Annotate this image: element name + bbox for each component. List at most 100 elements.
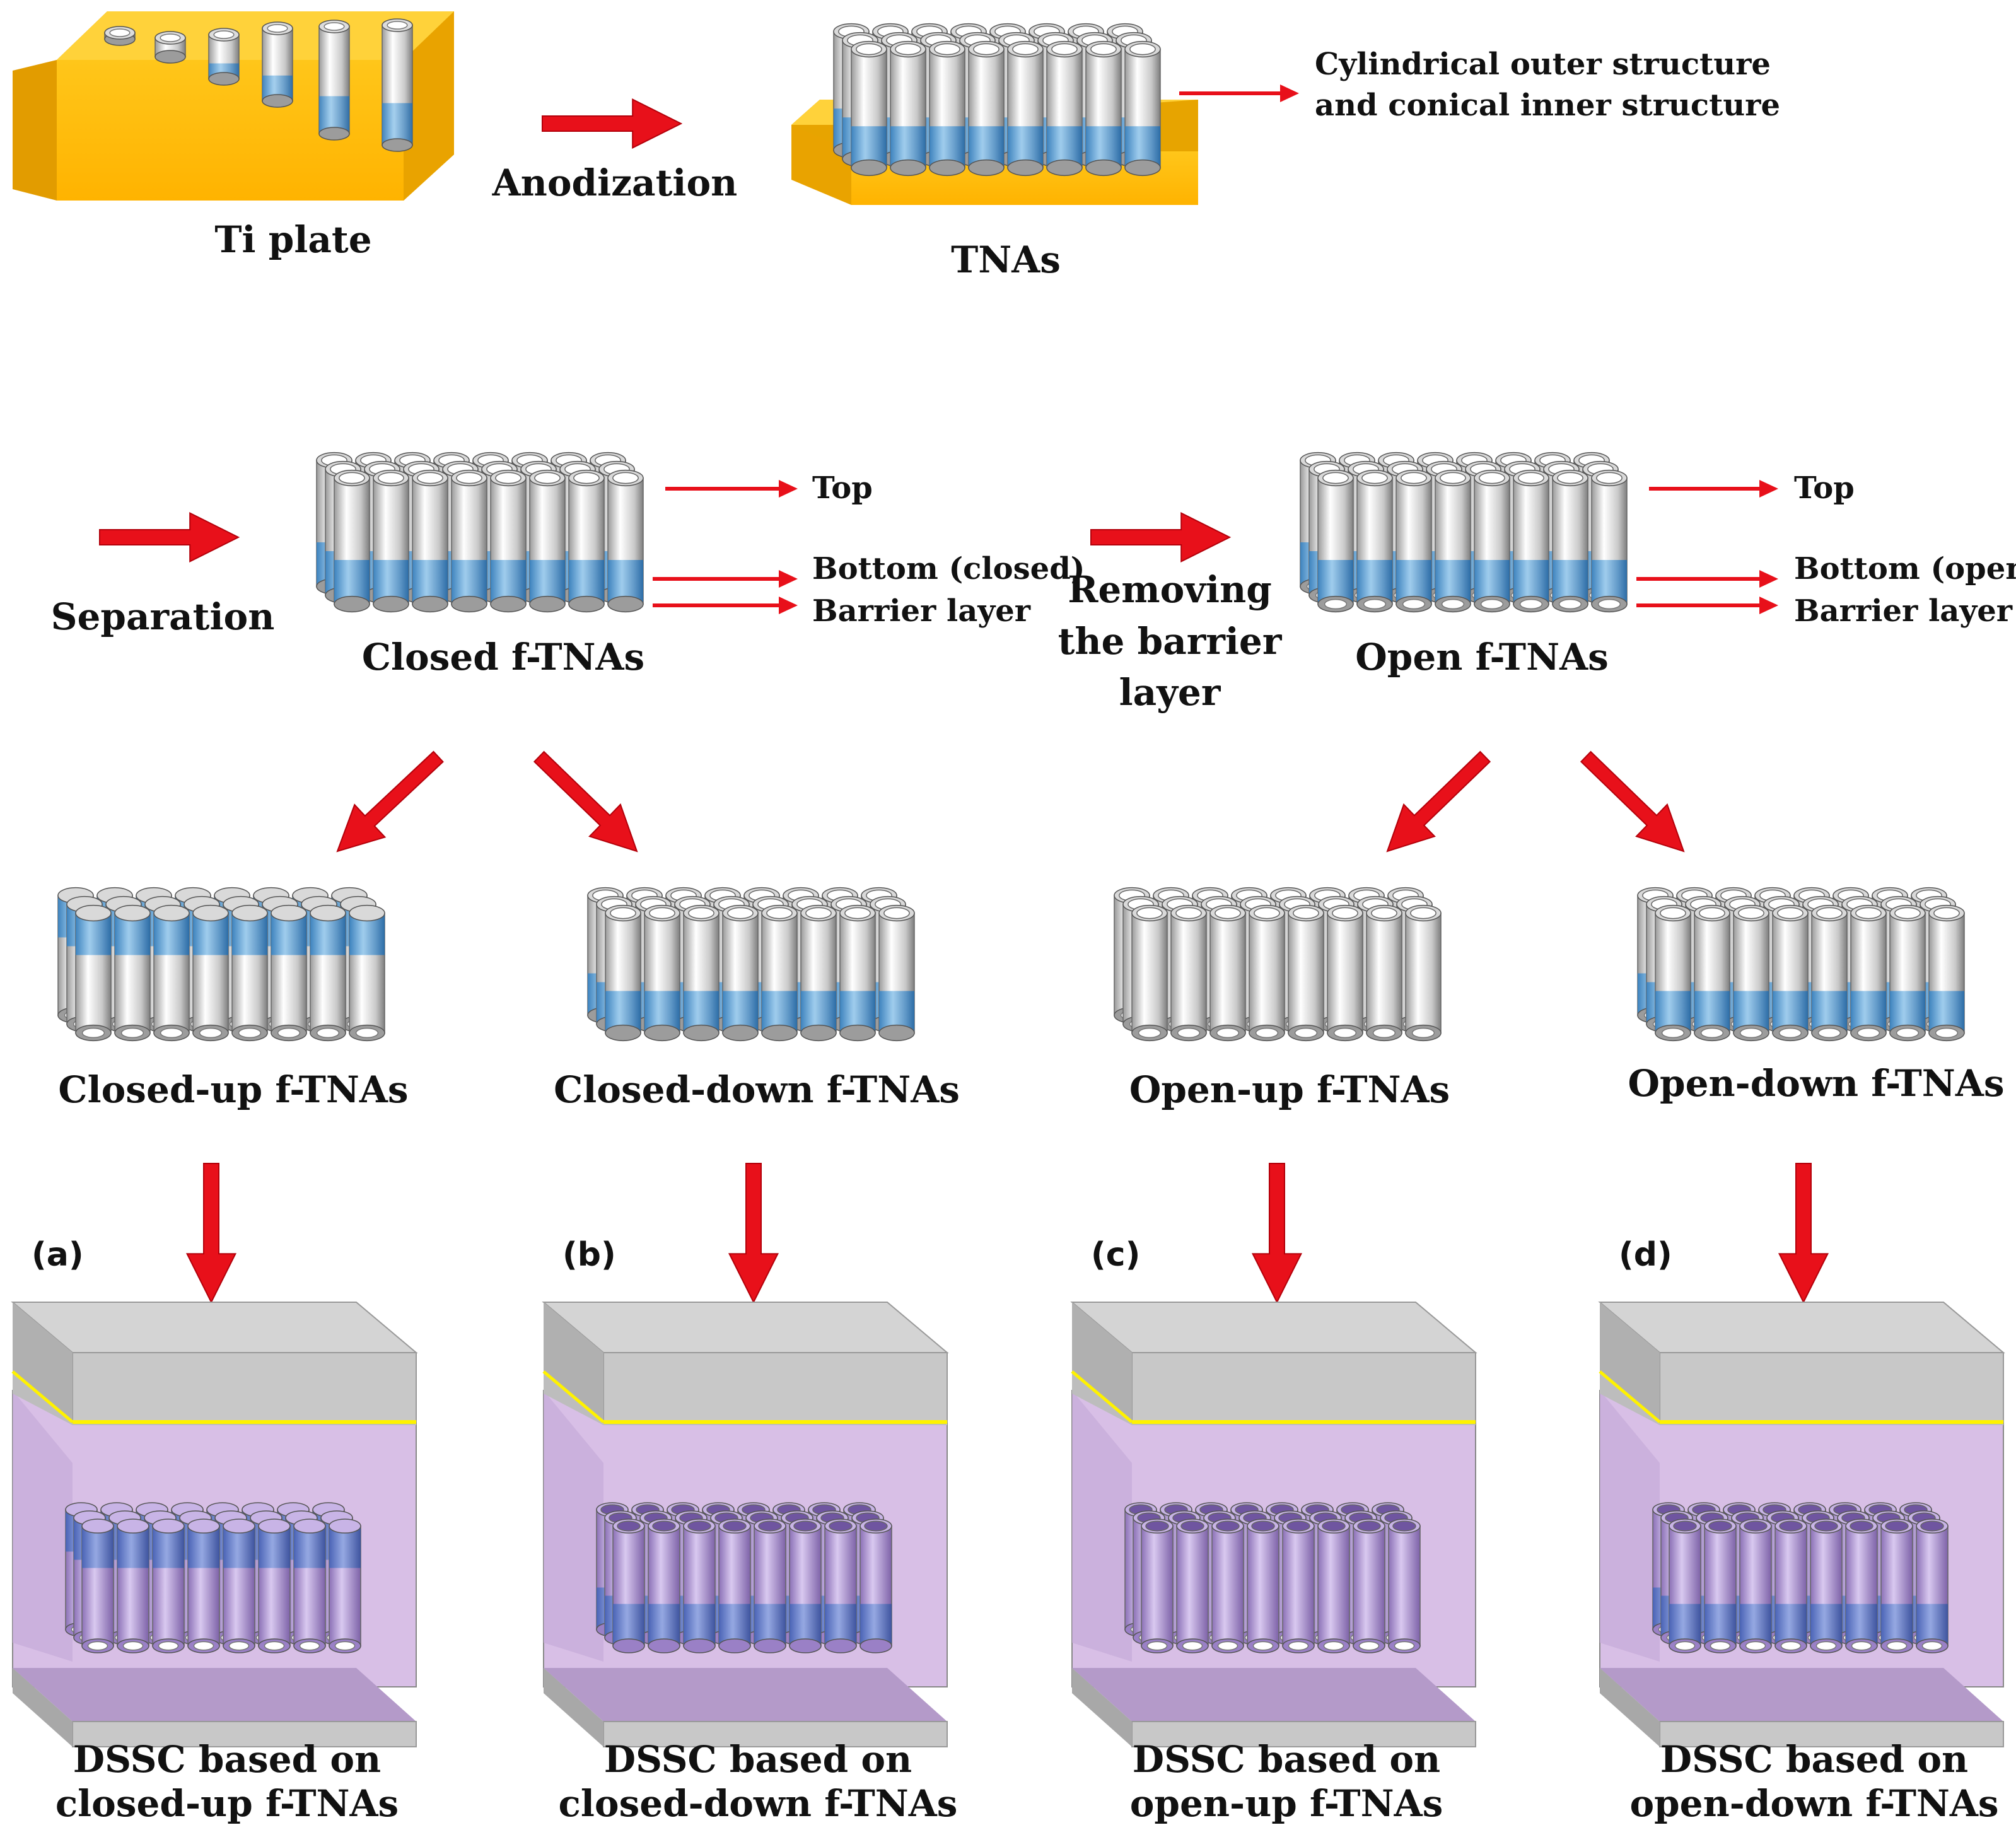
tube-top-pore [1254, 907, 1280, 919]
top-glass-front [72, 1352, 417, 1423]
closed-down-label: Closed-down f-TNAs [554, 1068, 960, 1111]
tube-bottom [529, 595, 566, 613]
dssc-caption-line1: DSSC based on [1660, 1738, 1968, 1781]
tube-bottom-pore [1674, 1641, 1696, 1651]
bottom-substrate-top [13, 1668, 416, 1722]
tube-top-pore [1401, 472, 1427, 484]
to-dssc-arrow-1-shape [185, 1163, 237, 1304]
tube-bottom-pore [1935, 1027, 1959, 1039]
dssc-caption-line2: closed-up f-TNAs [55, 1782, 399, 1825]
nanotube [612, 1518, 645, 1653]
nanotube [1356, 469, 1393, 613]
tube-top-pore [1332, 907, 1358, 919]
pore-bottom [262, 94, 293, 108]
nanotube [851, 40, 887, 177]
tube-bottom-pore [1324, 598, 1348, 610]
pore-top-hole [213, 30, 235, 39]
tube-body [1282, 1525, 1315, 1646]
panel-tag: (b) [562, 1236, 616, 1274]
tube-bottom-pore [1597, 598, 1621, 610]
tube-top-pore [1708, 1520, 1732, 1532]
dssc-caption-line2: open-down f-TNAs [1629, 1782, 1998, 1825]
nanotube [683, 1518, 716, 1653]
tube-top-pore [1885, 1520, 1909, 1532]
tube-top-pore [534, 472, 561, 484]
anodization-arrow [542, 98, 683, 149]
tube-bottom-pore [299, 1641, 320, 1651]
nanotube [152, 1518, 185, 1653]
tube-bottom [929, 159, 965, 177]
nanotube [223, 1518, 255, 1653]
tube-top-pore [612, 472, 639, 484]
tube-bottom [605, 1024, 641, 1042]
tube-bottom-pore [355, 1027, 379, 1039]
nanotube [644, 904, 680, 1042]
nanotube [1774, 1518, 1807, 1653]
tube-bottom-pore [1394, 1641, 1415, 1651]
tube-top-pore [973, 43, 999, 55]
tnas-array [833, 23, 1161, 177]
barrier-pointer-open [1636, 597, 1778, 614]
tube-bottom [859, 1638, 892, 1653]
tube-top-pore [573, 472, 600, 484]
nanotube [1141, 1518, 1174, 1653]
tube-bottom [373, 595, 409, 613]
dssc-tubes-open-up [1124, 1502, 1421, 1653]
tco-layer-side [542, 1370, 605, 1423]
bottom-substrate-top [1072, 1668, 1476, 1722]
tube-bottom-pore [1780, 1641, 1802, 1651]
nanotube [258, 1518, 291, 1653]
tube-top [153, 904, 190, 922]
nanotube [929, 40, 965, 177]
nanotube [1388, 1518, 1421, 1653]
nanotube [153, 904, 190, 1042]
tube-top-pore [895, 43, 921, 55]
tube-top-pore [1814, 1520, 1838, 1532]
tube-top-pore [1440, 472, 1466, 484]
nanotube [1327, 904, 1363, 1042]
tube-bottom-pore [1519, 598, 1543, 610]
dssc-tubes-open-down [1652, 1502, 1949, 1653]
closed-down-array [587, 887, 915, 1042]
nanotube [1845, 1518, 1878, 1653]
tube-bottom-pore [1851, 1641, 1872, 1651]
tube-top [293, 1518, 326, 1534]
tube-top [223, 1518, 255, 1534]
nanotube [1282, 1518, 1315, 1653]
nanotube [1552, 469, 1588, 613]
closed-ftnas-label: Closed f-TNAs [362, 636, 644, 679]
tube-bottom-pore [1480, 598, 1504, 610]
tube-bottom-pore [1411, 1027, 1435, 1039]
tube-top [117, 1518, 149, 1534]
pore-bottom [318, 127, 350, 141]
tube-top-pore [1051, 43, 1078, 55]
dssc-caption-line1: DSSC based on [604, 1738, 912, 1781]
nanotube [1209, 904, 1246, 1042]
tube-body [1288, 912, 1324, 1034]
panel-tag: (c) [1091, 1236, 1140, 1274]
nanotube [1353, 1518, 1385, 1653]
nanotube [271, 904, 307, 1042]
tube-body [1366, 912, 1402, 1034]
tube-top-pore [844, 907, 871, 919]
nanotube [114, 904, 151, 1042]
pore-top-hole [387, 21, 408, 30]
bottom-pointer-closed-shaft [653, 577, 780, 581]
nanotube [1317, 1518, 1350, 1653]
tube-top-pore [1673, 1520, 1697, 1532]
nanotube [231, 904, 268, 1042]
pore-top-hole [267, 24, 288, 33]
nanotube [1655, 904, 1691, 1042]
nanotube [1513, 469, 1549, 613]
tube-top [187, 1518, 220, 1534]
barrier-layer-label-open: Barrier layer [1794, 593, 2013, 629]
cell-left-wall [1072, 1390, 1132, 1662]
tube-body [1317, 1525, 1350, 1646]
nanotube [761, 904, 798, 1042]
tube-body [1211, 1525, 1244, 1646]
tube-bottom [334, 595, 370, 613]
tube-bottom-pore [1216, 1027, 1240, 1039]
tube-bottom-pore [1294, 1027, 1318, 1039]
